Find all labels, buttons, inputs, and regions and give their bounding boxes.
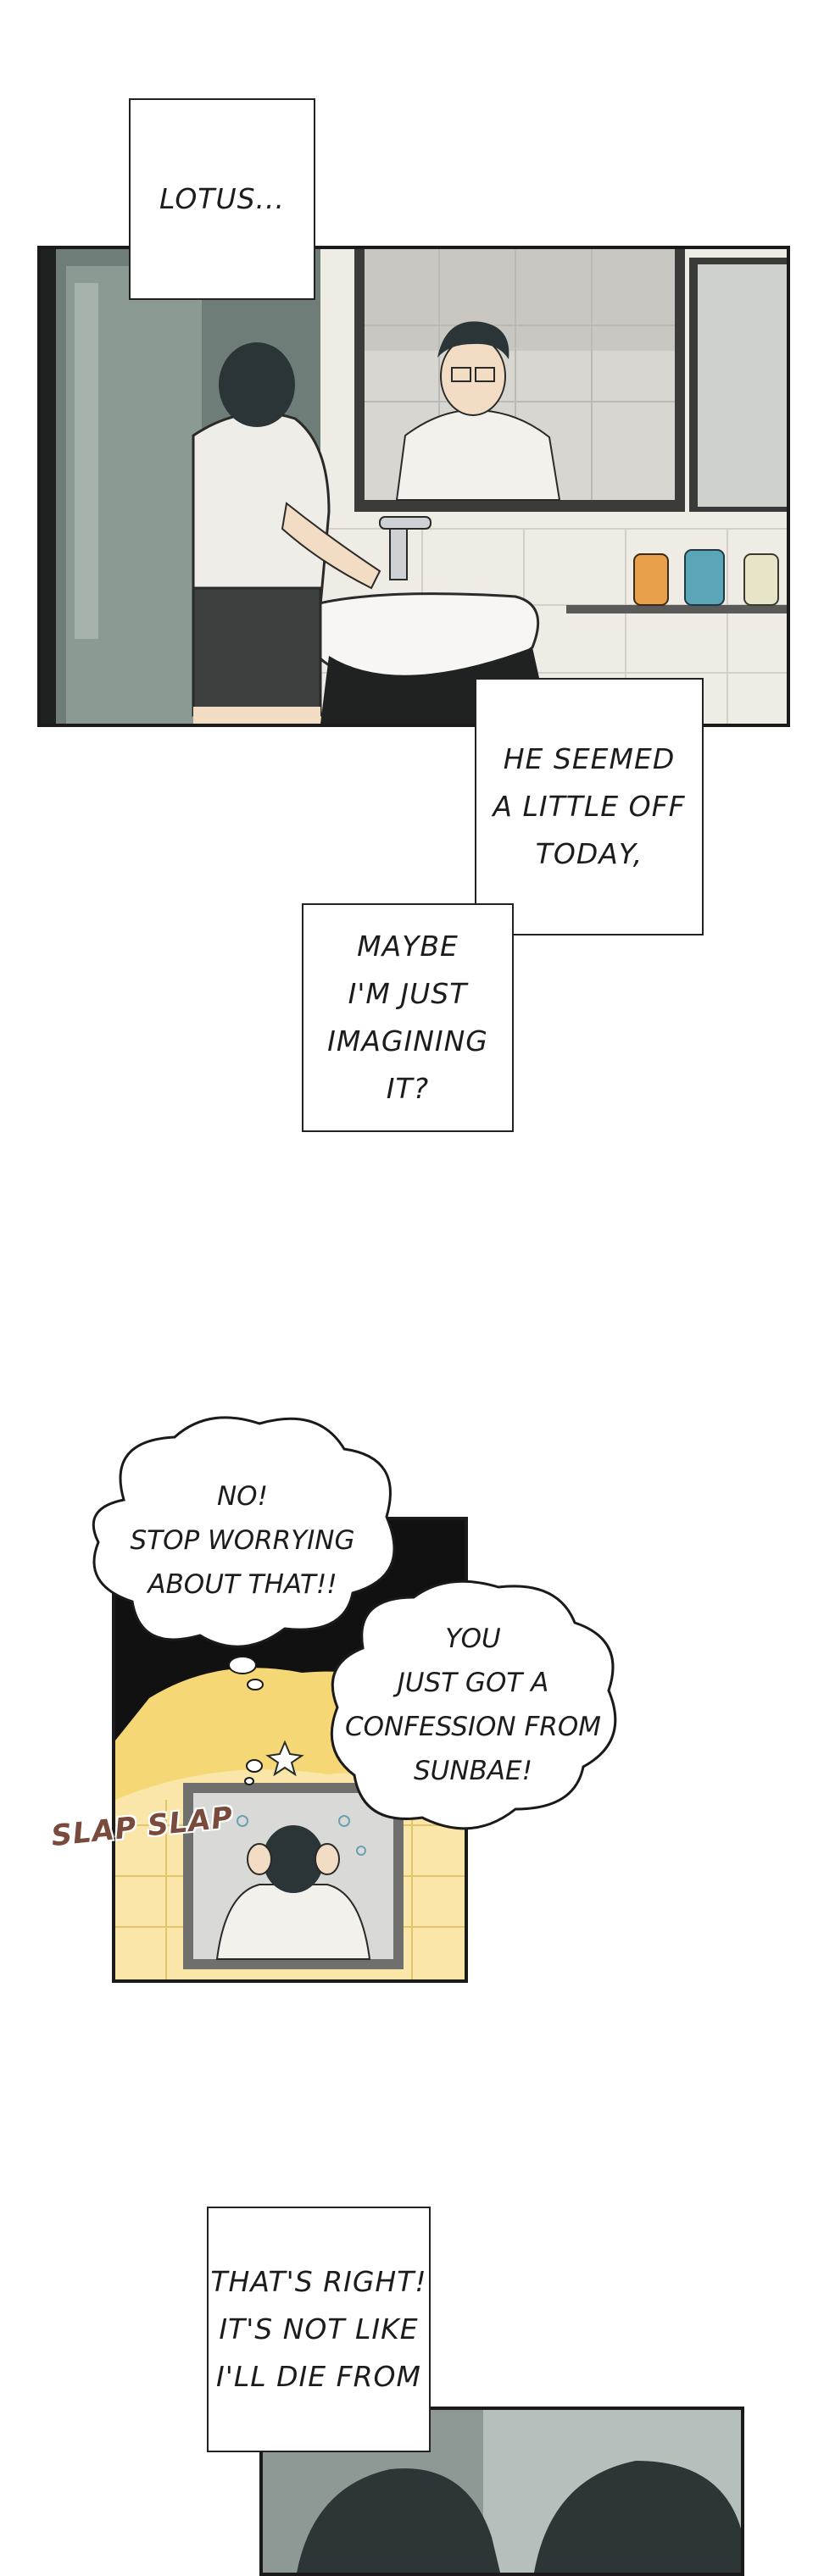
bathroom-illustration xyxy=(41,249,787,724)
caption-seemed-off: HE SEEMED A LITTLE OFF TODAY, xyxy=(475,678,704,935)
caption-lotus: LOTUS... xyxy=(129,98,315,300)
caption-imagining: MAYBE I'M JUST IMAGINING IT? xyxy=(302,903,514,1132)
thought-bubble-stop-worrying xyxy=(92,1416,396,1690)
thought-dots xyxy=(244,1759,263,1785)
caption-lotus-text: LOTUS... xyxy=(159,182,286,215)
caption-imagining-text: MAYBE I'M JUST IMAGINING IT? xyxy=(327,930,488,1105)
bubble-stop-worrying-text: NO! STOP WORRYING ABOUT THAT!! xyxy=(130,1481,355,1600)
thought-bubble-confession xyxy=(330,1579,617,1830)
bubble-confession-text: YOU JUST GOT A CONFESSION FROM SUNBAE! xyxy=(344,1624,601,1786)
bathroom-panel xyxy=(37,246,790,727)
caption-seemed-off-text: HE SEEMED A LITTLE OFF TODAY, xyxy=(493,742,686,870)
caption-thats-right-text: THAT'S RIGHT! IT'S NOT LIKE I'LL DIE FRO… xyxy=(210,2265,427,2393)
caption-thats-right: THAT'S RIGHT! IT'S NOT LIKE I'LL DIE FRO… xyxy=(207,2207,431,2452)
